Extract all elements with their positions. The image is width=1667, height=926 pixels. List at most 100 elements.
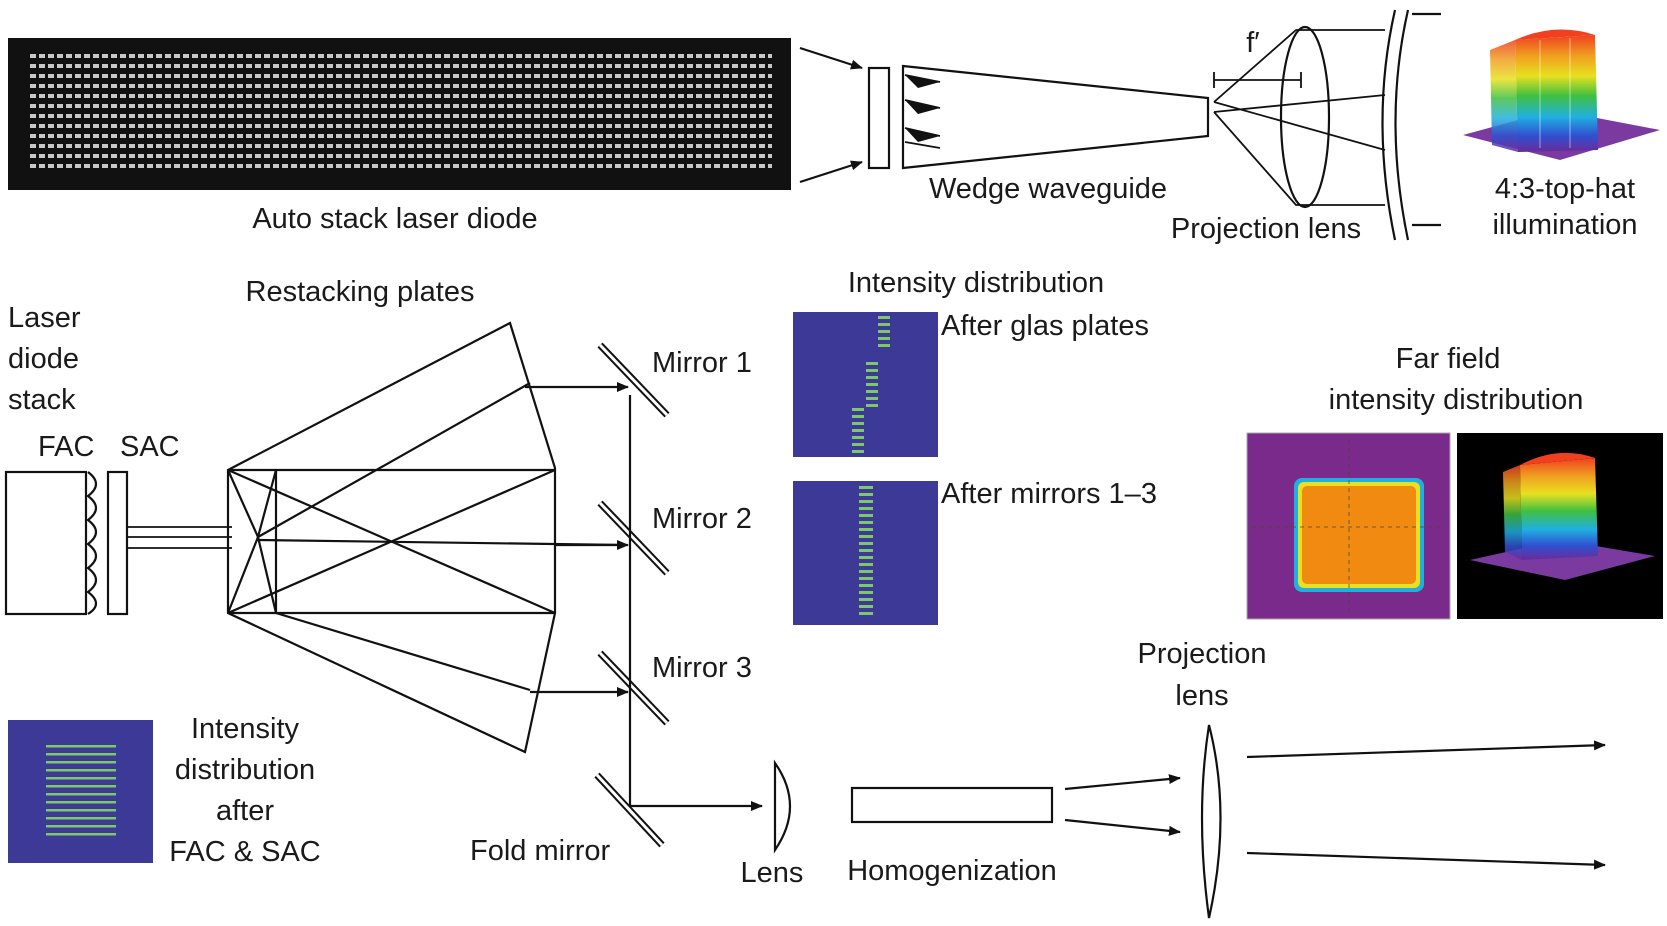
inset-label-line1: Intensity [191,713,299,745]
farfield-label-line2: intensity distribution [1329,384,1584,416]
intensity-stripe [852,429,864,432]
intensity-stripe [866,390,878,393]
bottom-projection-label-line1: Projection [1138,638,1267,670]
intensity-stripe [859,556,873,559]
intensity-stripe [46,825,116,828]
inset-label-line3: after [216,795,274,827]
tophat-label-line1: 4:3-top-hat [1495,173,1635,205]
laser-stack-label-line1: Laser [8,302,81,334]
laser-stack-label-line3: stack [8,384,76,416]
intensity-stripe [859,577,873,580]
intensity-stripe [852,436,864,439]
input-arrow-bottom [799,160,863,184]
intensity-stripe [859,584,873,587]
after-mirrors-label: After mirrors 1–3 [941,478,1157,510]
output-beam-lower [1246,851,1606,870]
intensity-stripe [859,549,873,552]
fold-mirror [594,772,665,848]
mirror-1 [597,342,670,418]
intensity-stripe [46,817,116,820]
farfield-3d-plot [1457,433,1663,619]
laser-stack-label-line2: diode [8,343,79,375]
intensity-stripe [46,809,116,812]
intensity-stripe [859,535,873,538]
intensity-stripe [46,793,116,796]
intensity-stripe [852,415,864,418]
intensity-stripe [46,833,116,836]
intensity-stripe [859,507,873,510]
intensity-stripe [866,397,878,400]
screen-ticks [1412,12,1441,227]
intensity-stripe [878,323,890,326]
intensity-stripe [46,777,116,780]
intensity-stripe [859,542,873,545]
intensity-stripe [46,769,116,772]
lens-label: Lens [741,857,804,889]
intensity-stripe [852,450,864,453]
intensity-plot-after-glas [793,312,938,457]
wedge-label: Wedge waveguide [929,173,1167,205]
bottom-projection-label-line2: lens [1175,680,1228,712]
beam-out-upper [1064,774,1181,791]
output-beam-upper [1246,740,1606,759]
sac-label: SAC [120,431,180,463]
intensity-title: Intensity distribution [848,267,1104,299]
fold-mirror-label: Fold mirror [470,835,611,867]
tophat-label-line2: illumination [1492,209,1637,241]
homogenization-rod [850,786,1054,824]
intensity-stripe [859,598,873,601]
after-glas-label: After glas plates [941,310,1149,342]
fac-label: FAC [38,431,94,463]
mirror-2 [597,500,670,576]
intensity-stripe [46,745,116,748]
focal-length-label: f′ [1246,27,1260,59]
intensity-stripe [866,404,878,407]
mirror-3 [597,650,670,726]
intensity-stripe [46,785,116,788]
inset-label-line2: distribution [175,754,315,786]
sac-lens [106,470,129,616]
intensity-stripe [859,605,873,608]
intensity-stripe [46,801,116,804]
intensity-stripe [859,563,873,566]
mirror3-label: Mirror 3 [652,652,752,684]
intensity-stripe [866,383,878,386]
intensity-stripe [866,376,878,379]
intensity-stripe [878,316,890,319]
beam-lines-input [128,526,232,549]
intensity-stripe [46,753,116,756]
restacking-plates-label: Restacking plates [246,276,475,308]
mirror1-label: Mirror 1 [652,347,752,379]
wedge-waveguide [867,64,1210,170]
intensity-stripe [859,493,873,496]
intensity-stripe [859,591,873,594]
screen-curve-1 [1381,9,1397,241]
intensity-stripe [46,761,116,764]
intensity-stripe [878,344,890,347]
top-projection-lens-label: Projection lens [1171,213,1361,245]
intensity-stripe [859,570,873,573]
farfield-label-line1: Far field [1396,343,1501,375]
intensity-plot-after-mirrors [793,481,938,625]
intensity-stripe [859,612,873,615]
intensity-stripe [852,408,864,411]
top-projection-lens [1213,25,1386,209]
focal-length-marker [1213,72,1302,88]
farfield-2d-plot [1246,432,1451,620]
laser-photo-caption: Auto stack laser diode [252,203,537,235]
intensity-plot-after-fac-sac [8,720,153,863]
intensity-stripe [859,514,873,517]
screen-curve-2 [1394,9,1410,241]
beam-out-lower [1064,818,1181,836]
intensity-stripe [859,500,873,503]
intensity-stripe [852,443,864,446]
small-lens [773,759,792,854]
intensity-stripe [866,362,878,365]
input-arrow-top [799,46,863,70]
laser-diode-block [4,470,88,616]
intensity-stripe [878,337,890,340]
intensity-stripe [859,486,873,489]
mirror2-label: Mirror 2 [652,503,752,535]
intensity-stripe [859,521,873,524]
